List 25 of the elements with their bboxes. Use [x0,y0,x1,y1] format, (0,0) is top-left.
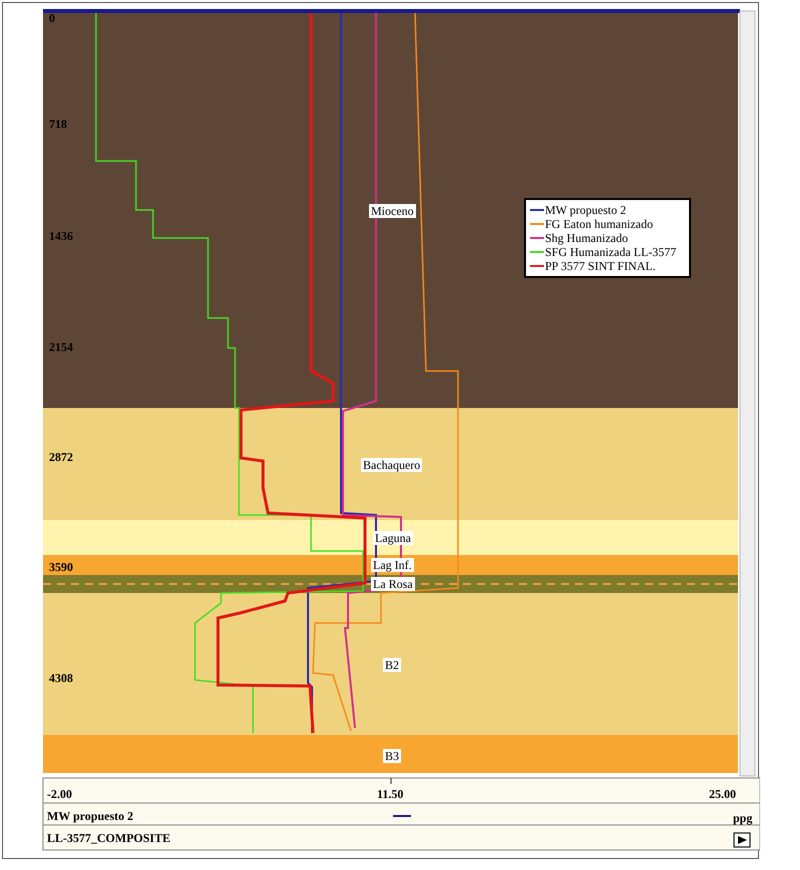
depth-tick-label: 2154 [49,340,73,354]
curve-name: MW propuesto 2 [47,809,134,823]
well-name: LL-3577_COMPOSITE [47,831,170,845]
formation-label: Bachaquero [361,458,422,472]
depth-tick-label: 0 [49,11,55,25]
depth-tick-label: 3590 [49,560,73,574]
legend-label: SFG Humanizada LL-3577 [545,245,676,259]
axis-tick-label: 11.50 [377,787,404,801]
formation-label: La Rosa [371,577,415,591]
depth-tick-label: 1436 [49,229,73,243]
unit-label: ppg [733,811,752,825]
depth-tick-label: 2872 [49,450,73,464]
formation-label: Mioceno [369,204,416,218]
axis-tick-label: 25.00 [709,787,736,801]
legend-label: PP 3577 SINT FINAL. [545,259,656,273]
axis-tick-label: -2.00 [47,787,72,801]
depth-tick-label: 718 [49,117,67,131]
formation-label: Laguna [373,531,413,545]
formation-label: B2 [383,658,402,672]
legend-label: Shg Humanizado [545,231,628,245]
depth-tick-label: 4308 [49,671,73,685]
formation-label: Lag Inf. [371,558,414,572]
legend-label: MW propuesto 2 [545,203,626,217]
legend-label: FG Eaton humanizado [545,217,653,231]
formation-label: B3 [383,749,402,763]
